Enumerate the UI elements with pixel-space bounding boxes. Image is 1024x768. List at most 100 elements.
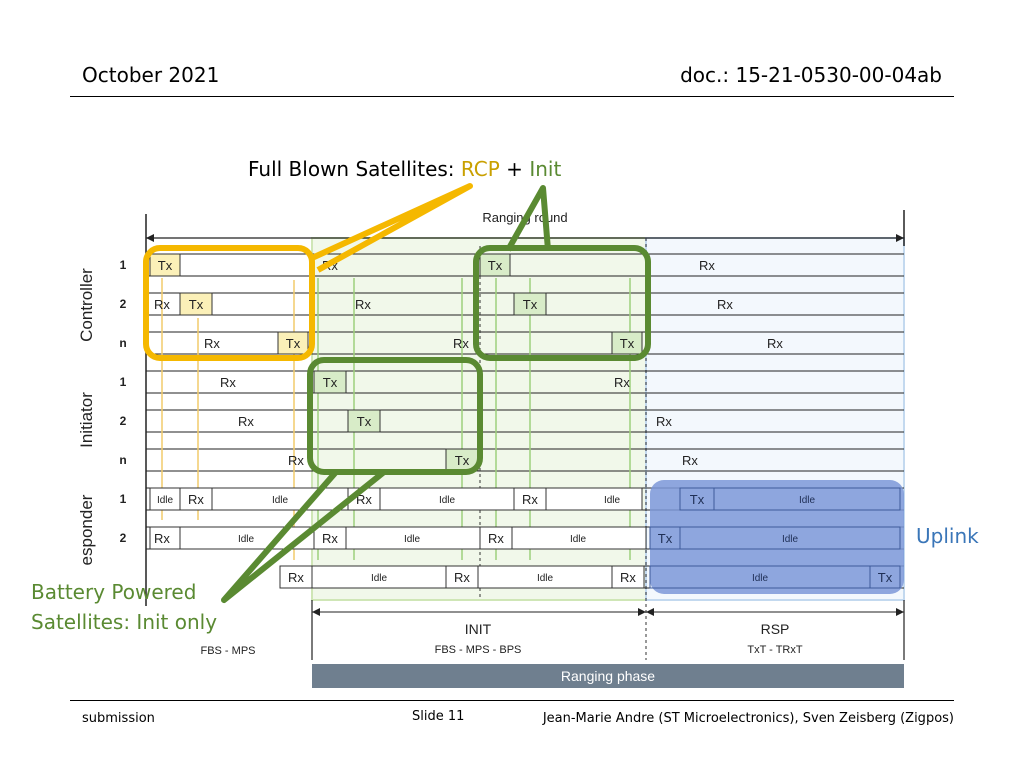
cell-label-tx: Tx [286,336,301,351]
cell-label-rx: Rx [699,258,715,273]
cell-tx [869,565,901,589]
cell-rx [611,565,645,589]
footer-slide-number: Slide 11 [412,709,465,724]
header-doc-id: doc.: 15-21-0530-00-04ab [680,63,942,87]
rsp-phase-sub: TxT - TRxT [747,644,802,656]
arrow-head [638,608,646,616]
cell-label-idle: Idle [238,534,255,545]
cell-label-rx-f: Rx [288,453,304,468]
callout-rcp: RCP [460,157,500,181]
cell-label-rx: Rx [288,570,304,585]
cell-label-rx: Rx [322,531,338,546]
callout-full-blown-prefix: Full Blown Satellites: [248,157,461,181]
cell-idle [679,526,901,550]
cell-label-rx: Rx [220,375,236,390]
cell-label-idle: Idle [157,495,174,506]
callout-battery-line2: Satellites: Init only [31,610,218,634]
arrow-head [312,608,320,616]
init-phase-sub: FBS - MPS - BPS [435,644,522,656]
footer-authors: Jean-Marie Andre (ST Microelectronics), … [542,711,954,726]
cell-label-idle: Idle [604,495,621,506]
cell-label-rx: Rx [522,492,538,507]
callout-plus: + [499,157,530,181]
cell-label-tx: Tx [158,258,173,273]
cell-label-rx: Rx [656,414,672,429]
init-signal-arrows [317,278,631,560]
cell-tx [313,370,347,394]
row-label-i2: 2 [120,414,127,428]
fbs-mps-label: FBS - MPS [200,645,255,657]
cell-label-rx: Rx [154,297,170,312]
cell-label-idle: Idle [371,573,388,584]
cell-tx [277,331,309,355]
init-highlight-box-controller [473,245,651,361]
group-label-responder: esponder [77,494,96,565]
cell-label-tx: Tx [690,492,705,507]
arrow-head [646,608,654,616]
init-callout-pointer-bottom [221,469,386,603]
cell-label-rx: Rx [204,336,220,351]
cell-label-idle: Idle [272,495,289,506]
callout-init: Init [529,157,562,181]
cell-label-tx: Tx [357,414,372,429]
row-label-r2: 2 [120,531,127,545]
cell-tx [611,331,643,355]
init-highlight-box-initiator [307,357,483,475]
cell-label-rx: Rx [488,531,504,546]
cell-label-rx: Rx [454,570,470,585]
row-label-r1: 1 [120,492,127,506]
row-label-c2: 2 [120,297,127,311]
callout-battery-powered: Battery Powered Satellites: Init only [31,577,217,637]
cell-label-rx: Rx [188,492,204,507]
cell-label-rx: Rx [682,453,698,468]
cell-idle [545,487,643,511]
cell-label-idle: Idle [752,573,769,584]
callout-battery-line1: Battery Powered [31,580,197,604]
row-label-c1: 1 [120,258,127,272]
cell-label-rx-partial: Rx [614,375,630,390]
ranging-phase-bar [312,664,904,688]
init-callout-pointer-top [505,185,551,252]
footer-rule [70,700,954,701]
cell-label-idle: Idle [782,534,799,545]
cell-label-idle: Idle [537,573,554,584]
cell-label-idle: Idle [439,495,456,506]
arrow-head-right [896,234,904,242]
cell-idle [511,526,647,550]
row-label-cn: n [119,336,126,350]
cell-label-idle: Idle [404,534,421,545]
callout-full-blown: Full Blown Satellites: RCP + Init [248,157,561,181]
cell-label-idle: Idle [570,534,587,545]
row-label-i1: 1 [120,375,127,389]
cell-label-tx: Tx [878,570,893,585]
header-date: October 2021 [82,63,220,87]
ranging-phase-label: Ranging phase [561,668,655,684]
uplink-highlight [650,480,904,594]
cell-label-rx: Rx [355,297,371,312]
cell-label-tx: Tx [620,336,635,351]
rsp-phase-label: RSP [761,621,790,637]
cell-label-rx: Rx [717,297,733,312]
init-phase-label: INIT [465,621,492,637]
cell-label-rx: Rx [154,531,170,546]
footer-left: submission [82,711,155,726]
header-rule [70,96,954,97]
rcp-callout-pointer [310,183,473,273]
cell-label-rx: Rx [620,570,636,585]
row-label-in: n [119,453,126,467]
cell-label-rx: Rx [356,492,372,507]
cell-label-tx: Tx [523,297,538,312]
cell-tx [513,292,547,316]
group-label-controller: Controller [77,268,96,342]
arrow-head-left [146,234,154,242]
rcp-signal-arrows [161,278,295,560]
cell-label-idle: Idle [799,495,816,506]
cell-label-rx: Rx [767,336,783,351]
callout-uplink: Uplink [916,524,979,548]
cell-tx [179,292,213,316]
cell-tx [149,253,181,277]
cell-tx [347,409,381,433]
cell-label-tx: Tx [455,453,470,468]
cell-label-rx: Rx [238,414,254,429]
